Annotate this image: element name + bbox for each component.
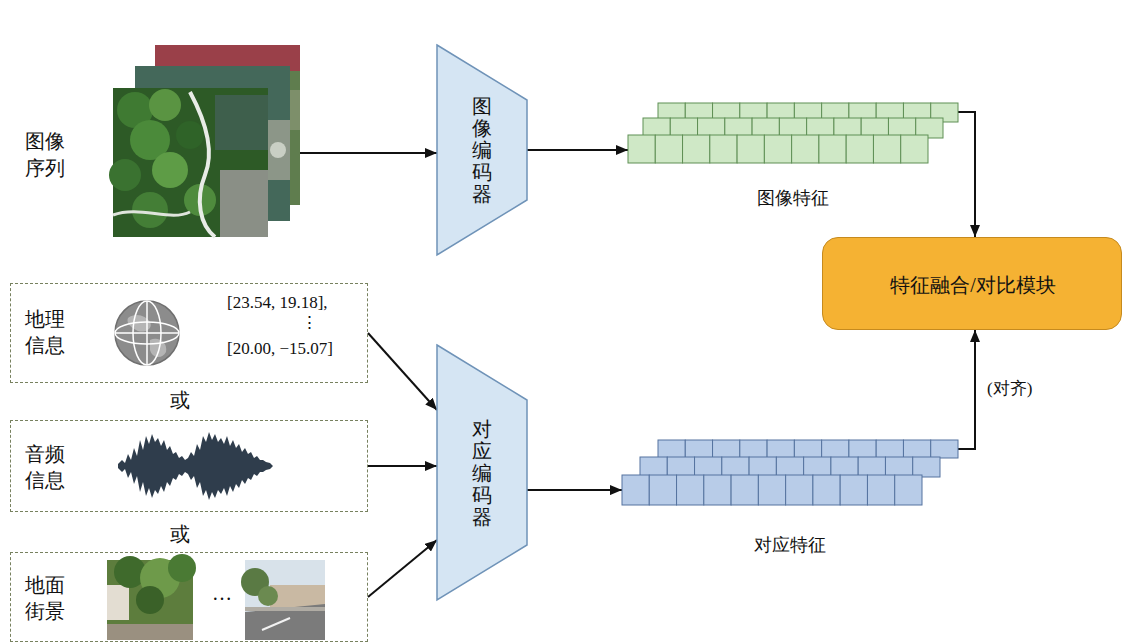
audio-waveform (118, 432, 273, 500)
node-text: 图像编码器 (472, 95, 492, 205)
input-box: 音频信息 (10, 420, 368, 512)
node-text: … (212, 581, 232, 605)
node-text: ⋮ (301, 313, 318, 333)
image-stack (109, 45, 437, 237)
arrow-connector (958, 112, 975, 237)
node-text: 地理信息 (25, 306, 66, 358)
globe-icon (115, 301, 179, 365)
node-text: [23.54, 19.18], (227, 293, 328, 313)
feature-stack: 图像特征 (628, 103, 958, 163)
input-box: 地理信息 [23.54, 19.18],⋮ [20.00, −15.07] (10, 283, 368, 383)
feature-cells (622, 440, 958, 505)
street-photo (107, 554, 196, 640)
node-text: [20.00, −15.07] (227, 339, 333, 359)
encoder-trapezoid: 对应编码器 (437, 345, 527, 600)
node-text: 对应编码器 (472, 418, 492, 528)
encoder-trapezoid: 图像编码器 (437, 45, 527, 255)
edge-label: (对齐) (985, 379, 1034, 399)
fusion-box: 特征融合/对比模块 (822, 237, 1122, 330)
node-text: 地面街景 (25, 572, 66, 624)
feature-label: 对应特征 (754, 535, 826, 557)
node-text: 特征融合/对比模块 (890, 273, 1056, 297)
arrow-connector (527, 149, 628, 151)
arrow-connector (368, 465, 437, 467)
arrow-connector (368, 333, 437, 410)
arrow-connector (527, 489, 622, 491)
arrow-connector (368, 540, 437, 597)
street-photo (241, 560, 325, 640)
label-text: 或 (170, 522, 190, 546)
feature-label: 图像特征 (757, 188, 829, 210)
feature-cells (628, 103, 958, 163)
arrow-connector (958, 330, 975, 449)
feature-stack: 对应特征 (622, 440, 958, 505)
input-box: 地面街景 … (10, 552, 368, 642)
label-text: 图像序列 (25, 128, 66, 182)
node-text: 音频信息 (25, 441, 66, 493)
label-text: 或 (170, 388, 190, 412)
